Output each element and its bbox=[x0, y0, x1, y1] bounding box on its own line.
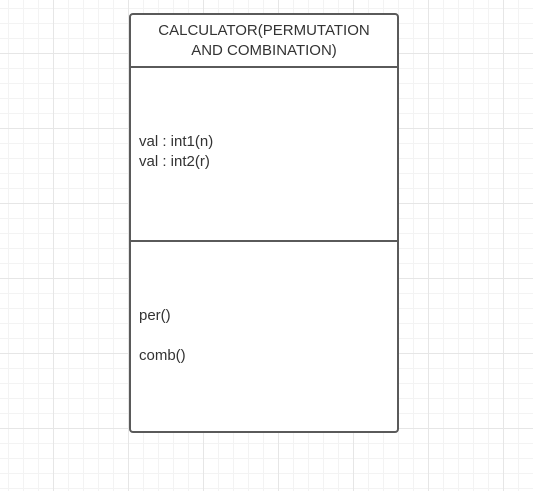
class-name-line-2: AND COMBINATION) bbox=[191, 41, 337, 59]
attribute-n: val : int1(n) bbox=[139, 133, 214, 150]
methods-section: per() comb() bbox=[131, 242, 397, 431]
method-comb: comb() bbox=[139, 347, 186, 364]
class-name-line-1: CALCULATOR(PERMUTATION bbox=[158, 21, 370, 39]
method-per: per() bbox=[139, 307, 171, 324]
uml-class-box[interactable]: CALCULATOR(PERMUTATION AND COMBINATION) … bbox=[129, 13, 399, 433]
attribute-r: val : int2(r) bbox=[139, 153, 210, 170]
class-name-section: CALCULATOR(PERMUTATION AND COMBINATION) bbox=[131, 15, 397, 68]
attributes-section: val : int1(n) val : int2(r) bbox=[131, 68, 397, 242]
